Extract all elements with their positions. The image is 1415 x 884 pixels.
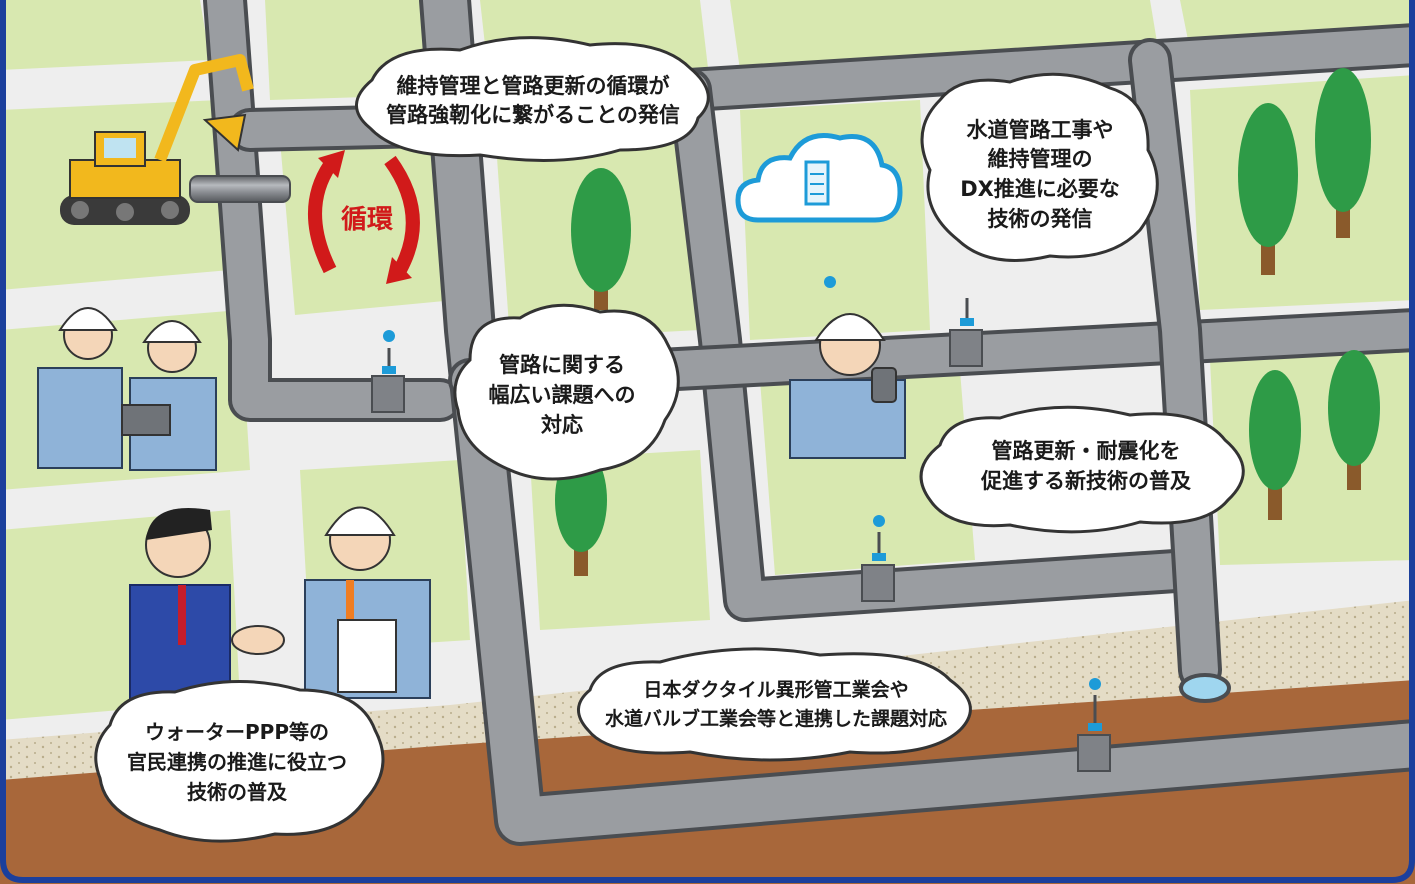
- bubble-issues-line-2: 幅広い課題への: [489, 383, 636, 407]
- excavator-icon: [60, 54, 291, 225]
- bubble-dx: 水道管路工事や 維持管理の DX推進に必要な 技術の発信: [920, 72, 1159, 262]
- bubble-maintenance-line-2: 管路強靭化に繋がることの発信: [386, 103, 680, 127]
- bubble-dx-line-4: 技術の発信: [988, 207, 1093, 231]
- bubble-cooperation-line-1: 日本ダクタイル異形管工業会や: [643, 678, 908, 701]
- cloud-server-icon: [735, 133, 903, 223]
- bubble-maintenance-line-1: 維持管理と管路更新の循環が: [397, 74, 670, 98]
- bubble-dx-line-2: 維持管理の: [988, 147, 1093, 171]
- bubble-renewal: 管路更新・耐震化を 促進する新技術の普及: [919, 405, 1245, 534]
- engineers-with-tablet: [37, 307, 217, 471]
- bubble-cooperation: 日本ダクタイル異形管工業会や 水道バルブ工業会等と連携した課題対応: [577, 647, 972, 762]
- bubble-dx-line-1: 水道管路工事や: [967, 118, 1114, 142]
- bubble-issues-line-1: 管路に関する: [499, 353, 625, 377]
- engineer-with-phone: [789, 313, 906, 459]
- cycle-arrows: 循環: [308, 150, 420, 284]
- tree-icon: [571, 168, 631, 310]
- bubble-renewal-line-1: 管路更新・耐震化を: [992, 439, 1181, 463]
- bubble-dx-line-3: DX推進に必要な: [960, 177, 1120, 201]
- valves: [371, 276, 1111, 772]
- bubble-ppp-line-2: 官民連携の推進に役立つ: [127, 750, 347, 774]
- pipe-opening: [1179, 673, 1231, 703]
- tree-icon: [1328, 350, 1380, 490]
- cycle-label: 循環: [341, 205, 394, 235]
- tree-icon: [1249, 370, 1301, 520]
- tree-icon: [1315, 68, 1371, 238]
- pipe-network: [203, 0, 1415, 846]
- bubble-ppp-line-1: ウォーターPPP等の: [145, 720, 329, 744]
- tree-icon: [1238, 103, 1298, 275]
- bubble-renewal-line-2: 促進する新技術の普及: [980, 469, 1192, 493]
- bubble-cooperation-line-2: 水道バルブ工業会等と連携した課題対応: [605, 707, 947, 730]
- bubble-maintenance: 維持管理と管路更新の循環が 管路強靭化に繋がることの発信: [355, 36, 710, 162]
- trees: [555, 68, 1380, 576]
- bubble-ppp: ウォーターPPP等の 官民連携の推進に役立つ 技術の普及: [94, 680, 385, 843]
- handshake-people: [129, 506, 431, 706]
- bubble-issues-line-3: 対応: [541, 413, 583, 437]
- bubble-ppp-line-3: 技術の普及: [187, 780, 288, 804]
- bubble-issues: 管路に関する 幅広い課題への 対応: [453, 303, 680, 481]
